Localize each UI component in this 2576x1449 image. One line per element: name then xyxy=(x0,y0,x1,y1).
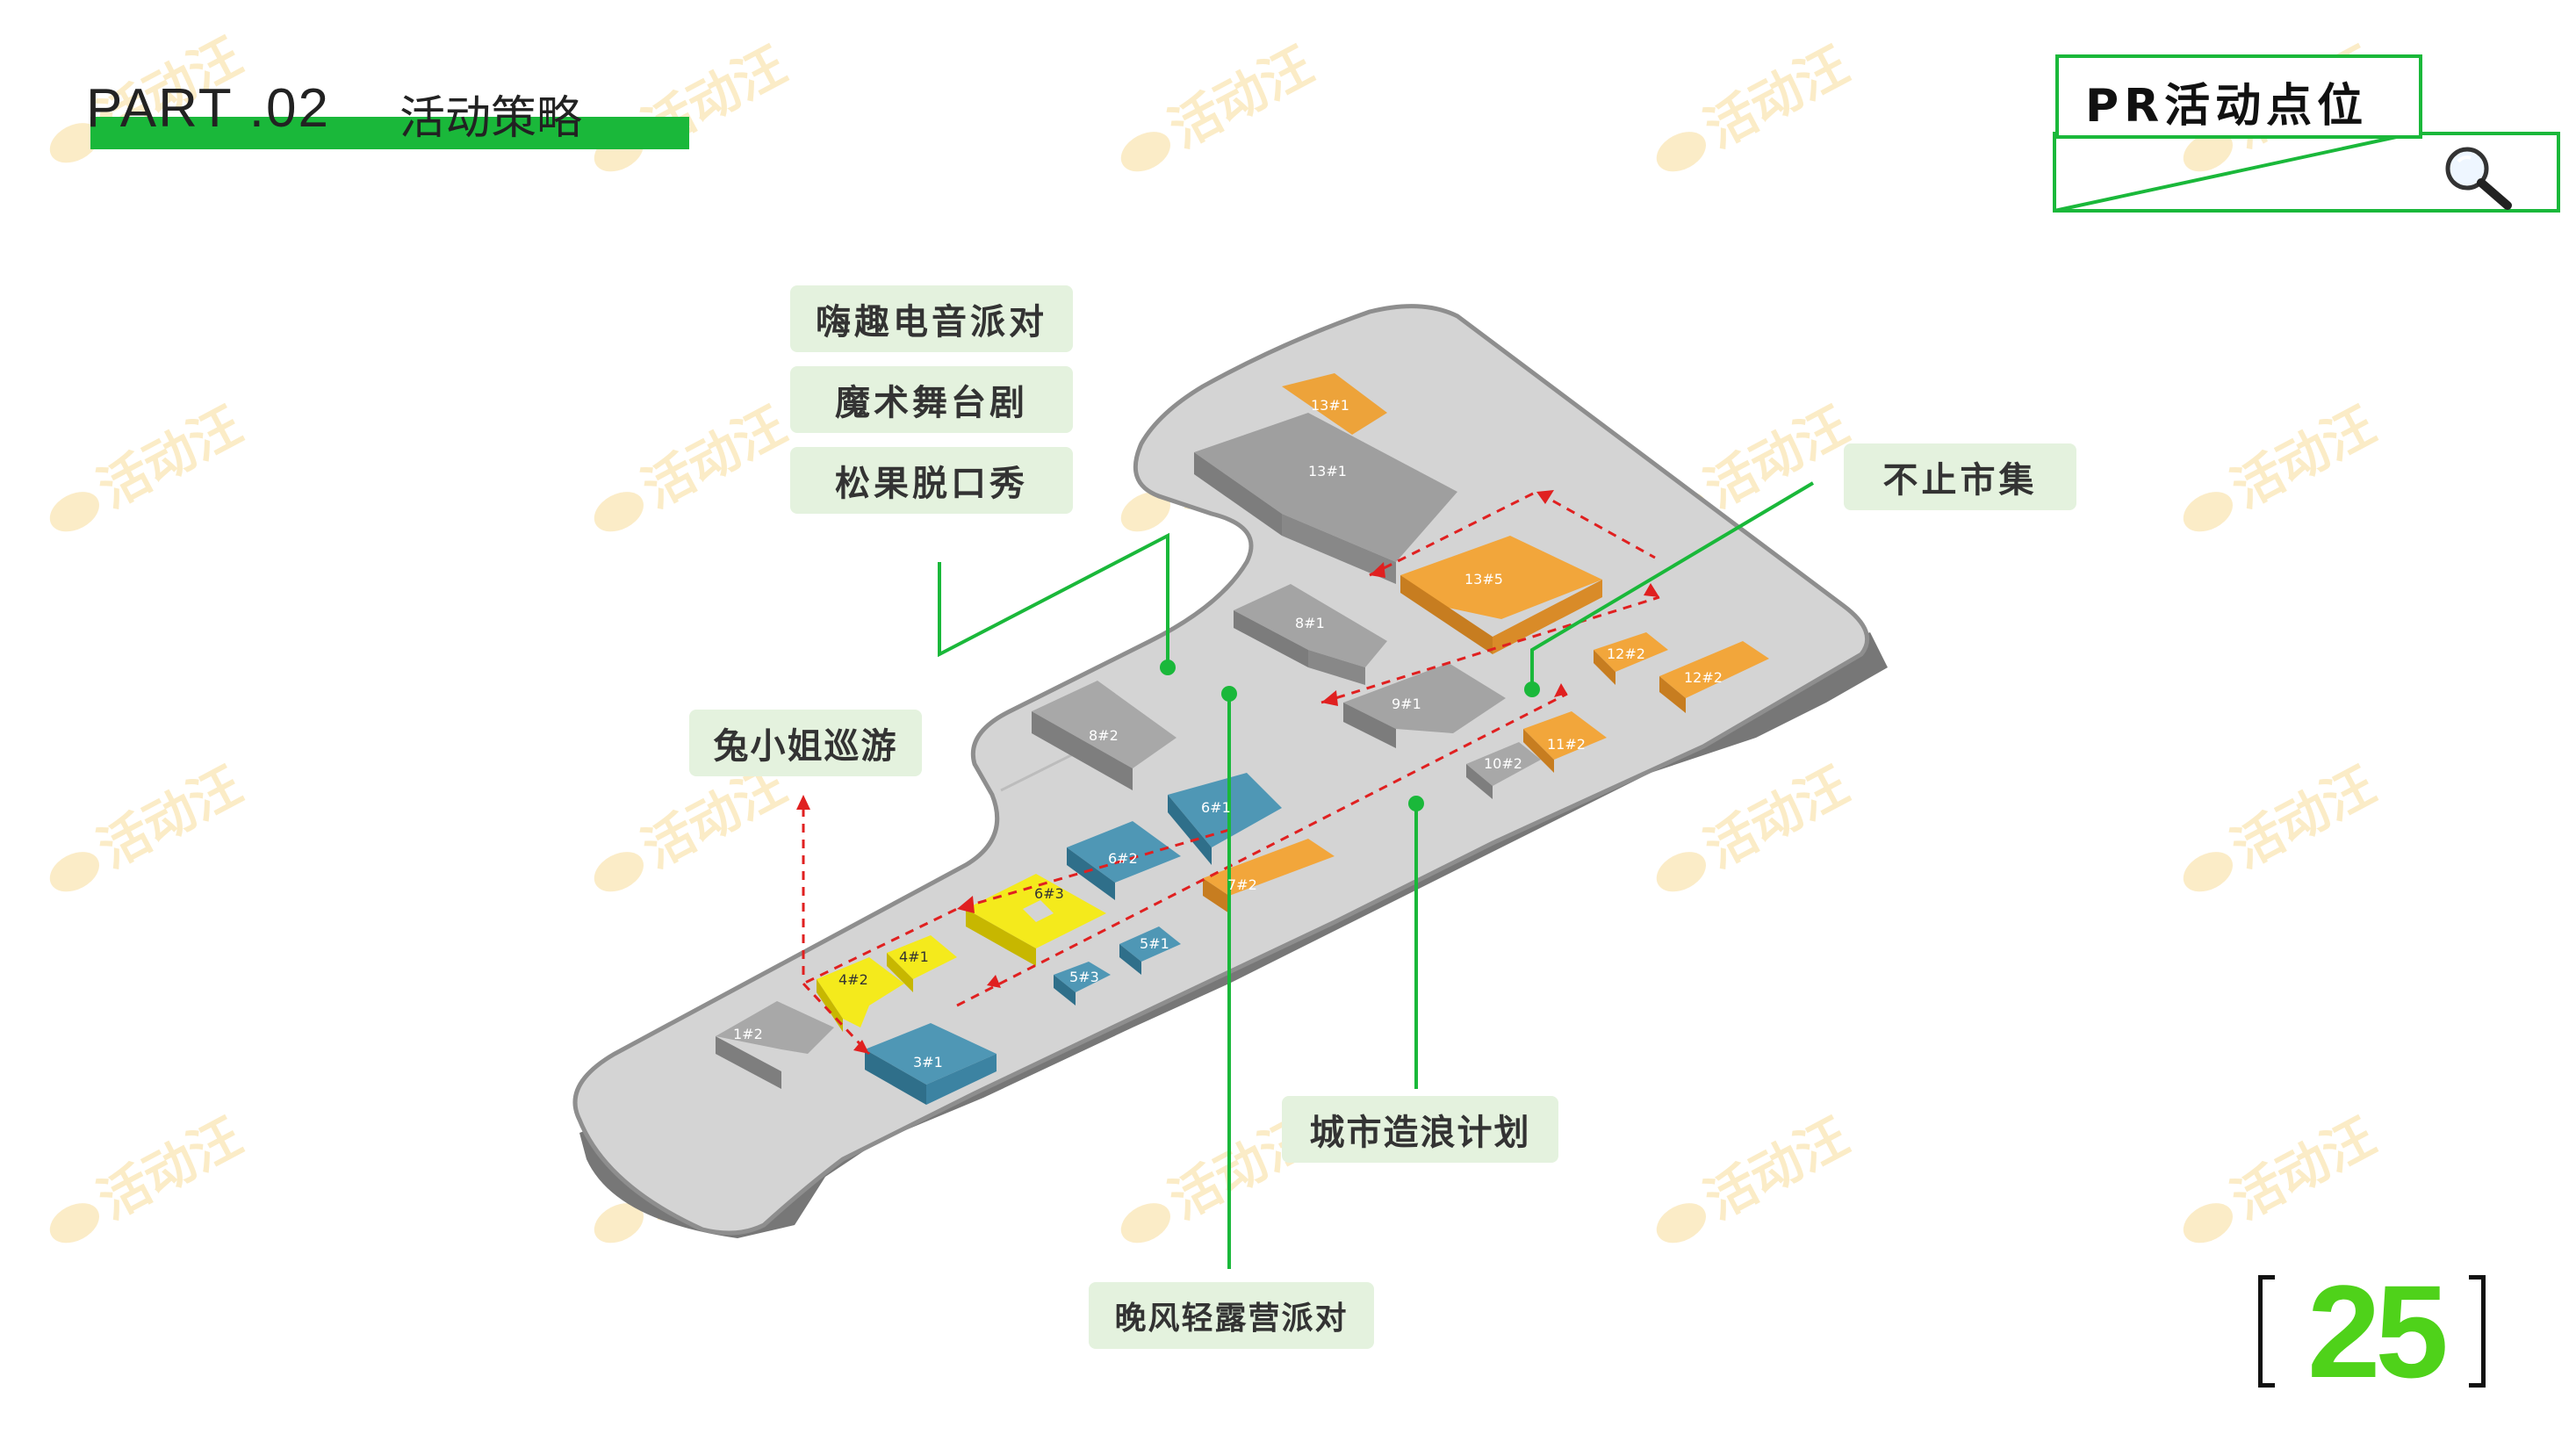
label-talk-show: 松果脱口秀 xyxy=(790,447,1073,514)
page-number-bracket-right xyxy=(2469,1275,2486,1388)
building-label: 10#2 xyxy=(1484,755,1522,772)
label-city-wave: 城市造浪计划 xyxy=(1282,1096,1558,1163)
building-4-1-yellow xyxy=(887,935,957,992)
building-13-5-orange xyxy=(1400,536,1602,654)
header-accent-bar xyxy=(90,117,689,149)
route-arrowheads xyxy=(796,490,1659,1054)
building-10-2-gray xyxy=(1466,742,1541,799)
building-label: 5#1 xyxy=(1140,935,1169,952)
building-9-1-gray xyxy=(1343,663,1506,748)
page-title: PR活动点位 xyxy=(2085,80,2369,133)
route-left xyxy=(802,982,871,1056)
building-13-1-gray xyxy=(1194,413,1457,584)
building-label: 6#1 xyxy=(1201,799,1231,816)
building-13-1-orange xyxy=(1282,373,1387,435)
building-label: 13#5 xyxy=(1464,571,1503,588)
label-magic-show: 魔术舞台剧 xyxy=(790,366,1073,433)
route-lines xyxy=(802,490,1660,1056)
label-market: 不止市集 xyxy=(1844,443,2076,510)
building-12-2b-orange xyxy=(1659,641,1769,713)
building-label: 9#1 xyxy=(1392,696,1421,712)
building-label: 3#1 xyxy=(913,1054,943,1071)
building-8-1-gray xyxy=(1234,584,1387,685)
building-label: 4#1 xyxy=(899,948,929,965)
leader-market xyxy=(1530,481,1815,689)
building-3-1-blue xyxy=(865,1023,997,1105)
route-13-lower xyxy=(1320,595,1660,704)
building-label: 7#2 xyxy=(1227,876,1257,893)
leader-lines xyxy=(938,481,1815,1269)
route-main-upper xyxy=(802,828,1230,985)
building-6-3-yellow xyxy=(966,874,1106,966)
leader-edm xyxy=(938,532,1169,667)
label-rabbit-parade: 兔小姐巡游 xyxy=(689,710,922,776)
label-camp-party: 晚风轻露营派对 xyxy=(1089,1282,1374,1349)
building-label: 12#2 xyxy=(1607,645,1645,662)
building-label: 13#1 xyxy=(1311,397,1349,414)
page-number-bracket-left xyxy=(2258,1275,2275,1388)
part-number: PART .02 xyxy=(86,78,330,139)
route-13-upper xyxy=(1369,490,1656,577)
building-label: 13#1 xyxy=(1308,463,1347,479)
page-number: 25 xyxy=(2307,1258,2449,1405)
building-label: 12#2 xyxy=(1684,669,1723,686)
leader-dots xyxy=(1160,660,1540,811)
route-main-lower xyxy=(956,692,1568,1007)
building-6-1-blue xyxy=(1168,773,1282,865)
search-icon xyxy=(2437,141,2516,211)
building-5-3-blue xyxy=(1054,962,1111,1006)
building-label: 4#2 xyxy=(838,971,868,988)
building-label: 8#2 xyxy=(1089,727,1119,744)
building-label: 8#1 xyxy=(1295,615,1325,631)
building-label: 11#2 xyxy=(1547,736,1586,753)
building-6-2-blue xyxy=(1067,821,1181,900)
section-title: 活动策略 xyxy=(399,92,583,145)
building-label: 5#3 xyxy=(1069,969,1099,985)
building-1-2-gray xyxy=(716,1001,834,1089)
site-platform xyxy=(572,304,1870,1236)
building-5-1-blue xyxy=(1119,926,1181,975)
building-11-2-orange xyxy=(1523,711,1607,773)
title-box xyxy=(2055,54,2422,139)
building-8-2-gray xyxy=(1032,681,1176,790)
building-7-2-orange xyxy=(1203,839,1335,913)
building-label: 1#2 xyxy=(733,1026,763,1042)
building-label: 6#3 xyxy=(1034,885,1064,902)
building-12-2a-orange xyxy=(1594,632,1668,685)
label-edm-party: 嗨趣电音派对 xyxy=(790,285,1073,352)
building-label: 6#2 xyxy=(1108,850,1138,867)
